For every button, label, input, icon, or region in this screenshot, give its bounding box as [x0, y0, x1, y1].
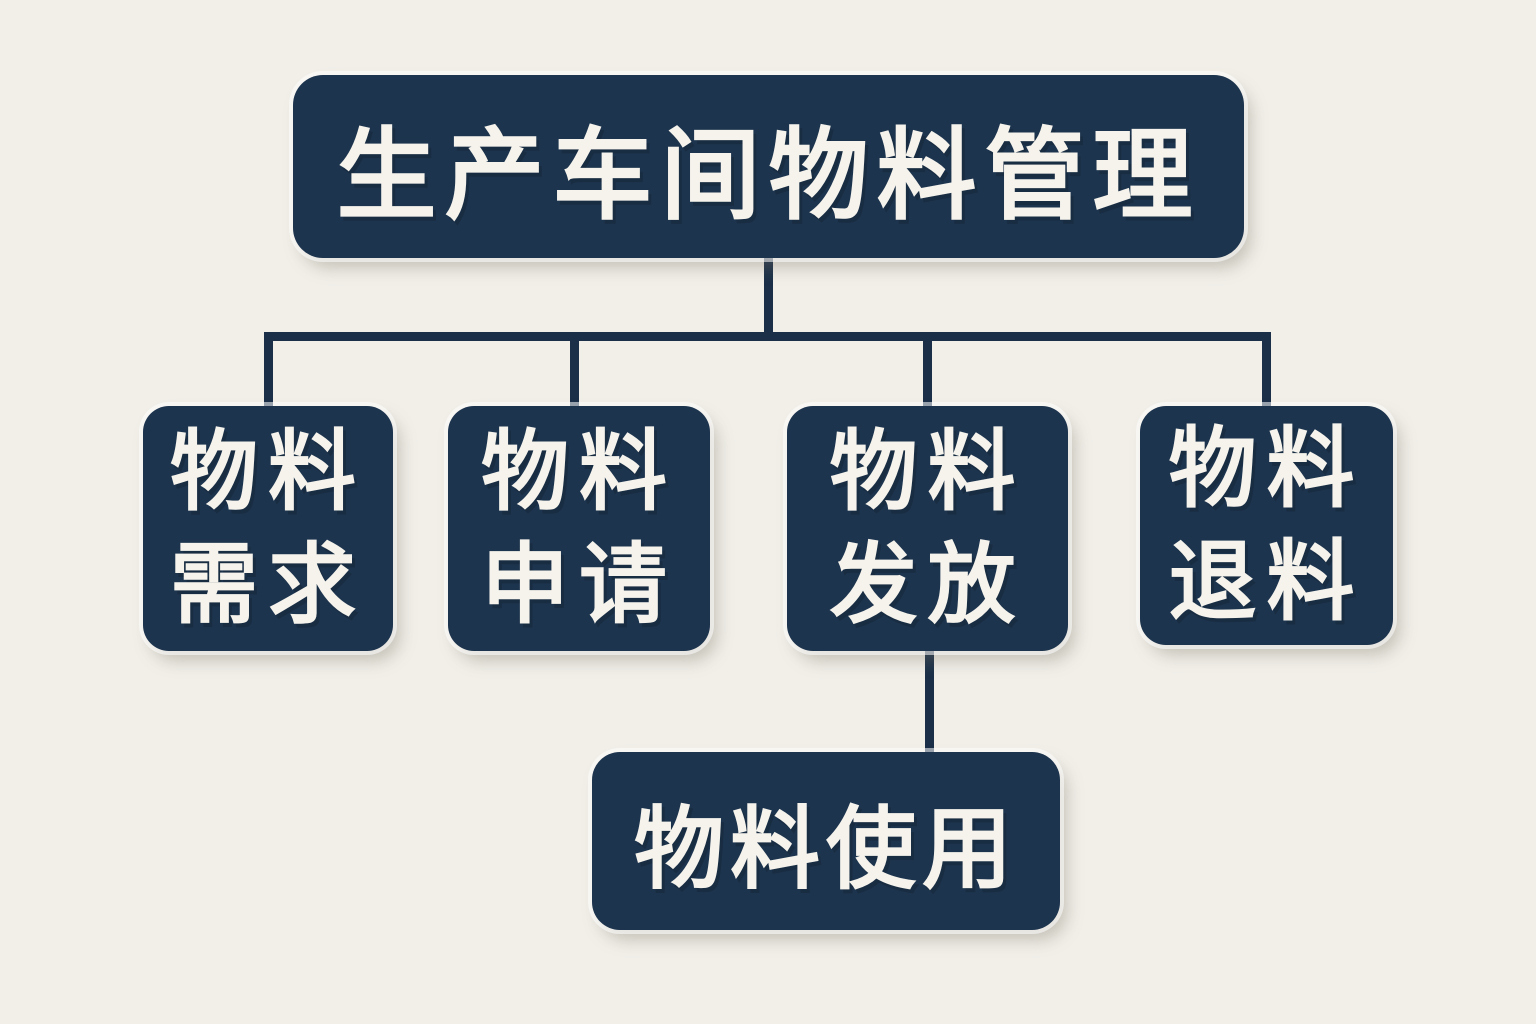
node-production-workshop-material-management: 生产车间物料管理: [293, 75, 1244, 258]
node-label: 物料: [480, 421, 677, 521]
node-label: 发放: [829, 534, 1026, 634]
node-label: 物料: [1168, 418, 1365, 518]
node-label: 申请: [480, 534, 677, 634]
node-material-distribution: 物料 发放: [787, 406, 1068, 651]
node-label: 生产车间物料管理: [336, 120, 1201, 232]
connector-horizontal-bus: [264, 332, 1271, 341]
node-material-usage: 物料使用: [592, 752, 1060, 930]
connector-distribution-to-usage: [925, 648, 934, 756]
node-label: 需求: [169, 534, 366, 634]
node-material-return: 物料 退料: [1140, 406, 1393, 645]
connector-drop-material-return: [1262, 339, 1271, 410]
connector-root-stem: [764, 256, 773, 336]
node-label: 物料使用: [634, 800, 1018, 900]
node-material-demand: 物料 需求: [143, 406, 393, 651]
node-material-application: 物料 申请: [448, 406, 710, 651]
connector-drop-material-application: [570, 339, 579, 410]
node-label: 退料: [1168, 531, 1365, 631]
connector-drop-material-demand: [264, 339, 273, 410]
connector-drop-material-distribution: [923, 339, 932, 410]
node-label: 物料: [169, 421, 366, 521]
node-label: 物料: [829, 421, 1026, 521]
